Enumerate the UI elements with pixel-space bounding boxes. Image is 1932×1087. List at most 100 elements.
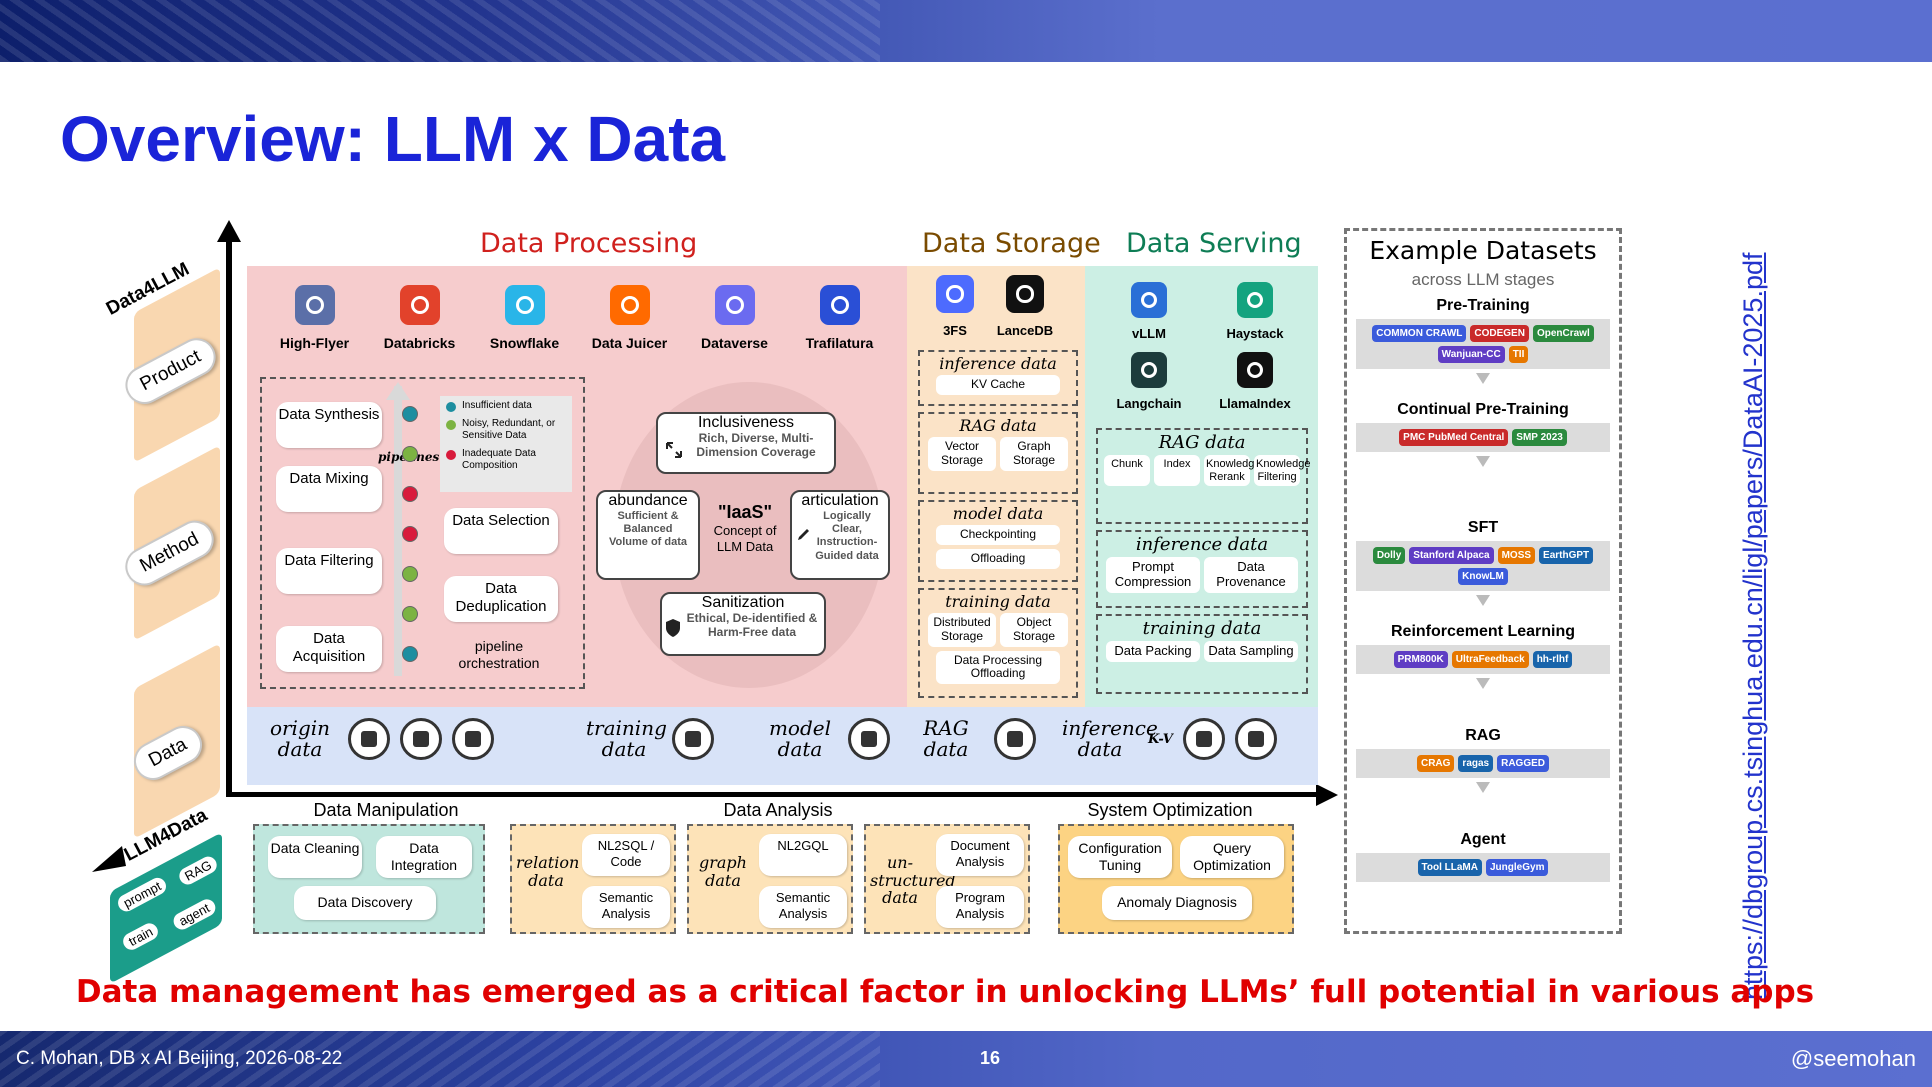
product-label: Snowflake — [489, 335, 560, 351]
configuration-tuning-box: Configuration Tuning — [1068, 836, 1172, 878]
dataset-logo-common-crawl: COMMON CRAWL — [1372, 325, 1467, 343]
product-trafilatura: Trafilatura — [787, 285, 892, 351]
sanitization-title: Sanitization — [701, 594, 785, 611]
trafilatura-logo-icon — [819, 285, 860, 325]
down-arrow-icon — [1476, 456, 1490, 468]
product-dataverse: Dataverse — [682, 285, 787, 351]
analysis-item-document-analysis: Document Analysis — [936, 834, 1024, 876]
data-selection-box: Data Selection — [444, 508, 558, 554]
storage-item-distributed-storage: Distributed Storage — [928, 613, 996, 647]
product-label: Databricks — [383, 335, 456, 351]
analysis-group-label: graph data — [699, 853, 747, 890]
storage-item-data-processing-offloading: Data Processing Offloading — [936, 650, 1060, 685]
dataset-logo-pmc-pubmed-central: PMC PubMed Central — [1399, 429, 1509, 447]
analysis-group-label: relation data — [516, 853, 580, 890]
snowflake-icon — [504, 285, 545, 325]
analysis-item-program-analysis: Program Analysis — [936, 886, 1024, 928]
top-banner — [0, 0, 1932, 62]
langchain-logo-icon — [1131, 352, 1167, 388]
lancedb-logo-icon — [1006, 275, 1044, 313]
example-datasets-box — [1344, 228, 1622, 934]
dataset-logo-dolly: Dolly — [1372, 547, 1406, 565]
vllm-logo-icon — [1131, 282, 1167, 318]
dataset-logo-smp-2023: SMP 2023 — [1512, 429, 1567, 447]
product-label: Data Juicer — [591, 335, 668, 351]
issue-legend — [440, 396, 572, 492]
dataset-logo-opencrawl: OpenCrawl — [1532, 325, 1594, 343]
data-serving-title: Data Serving — [1126, 228, 1302, 259]
pipeline-dot — [402, 446, 418, 462]
data-analysis-title: Data Analysis — [723, 800, 833, 820]
dataset-logo-moss: MOSS — [1497, 547, 1536, 565]
document-icon — [994, 718, 1036, 760]
product-high-flyer: High-Flyer — [262, 285, 367, 351]
haystack-logo-icon — [1237, 282, 1273, 318]
articulation-desc: Logically Clear, Instruction-Guided data — [815, 510, 879, 562]
product-label: Langchain — [1116, 396, 1182, 411]
sanitization-desc: Ethical, De-identified & Harm-Free data — [686, 611, 818, 639]
storage-item-offloading: Offloading — [936, 548, 1060, 569]
source-label: model data — [768, 716, 832, 761]
stage-name: RAG — [1465, 727, 1501, 744]
group-items: KV Cache — [920, 373, 1076, 397]
legend-text: Noisy, Redundant, or Sensitive Data — [462, 418, 556, 441]
paper-link[interactable]: https://dbgroup.cs.tsinghua.edu.cn/ligl/… — [1738, 252, 1768, 1000]
conclusion-statement: Data management has emerged as a critica… — [75, 974, 1815, 1010]
stage-name: Pre-Training — [1436, 297, 1530, 314]
juicer-logo-icon — [609, 285, 650, 325]
analysis-item-semantic-analysis: Semantic Analysis — [759, 886, 847, 928]
data-deduplication-box: Data Deduplication — [444, 576, 558, 622]
serving-item-index: Index — [1154, 455, 1200, 487]
source-origin-data: origin data — [262, 718, 494, 760]
legend-dot — [446, 402, 456, 412]
product-databricks: Databricks — [367, 285, 472, 351]
pipeline-arrowhead — [386, 382, 410, 400]
dataset-logo-hh-rlhf: hh-rlhf — [1532, 651, 1573, 669]
whale-logo-icon — [936, 275, 974, 313]
product-label: LlamaIndex — [1219, 396, 1291, 411]
y-axis-line — [226, 232, 232, 792]
inclusiveness-desc: Rich, Diverse, Multi-Dimension Coverage — [696, 431, 816, 459]
dataverse-logo-icon — [714, 285, 755, 325]
serving-item-prompt-compression: Prompt Compression — [1106, 557, 1200, 593]
product-vllm: vLLM — [1096, 282, 1202, 341]
github-icon — [348, 718, 390, 760]
serving-item-data-provenance: Data Provenance — [1204, 557, 1298, 593]
footer-author: C. Mohan, DB x AI Beijing, 2026-08-22 — [16, 1048, 343, 1069]
articulation-title: articulation — [801, 492, 879, 509]
abundance-desc: Sufficient & Balanced Volume of data — [608, 510, 688, 549]
analysis-group-label: un-structured data — [870, 853, 956, 908]
product-label: vLLM — [1132, 326, 1166, 341]
source-label: inference data — [1062, 716, 1158, 761]
anomaly-diagnosis-box: Anomaly Diagnosis — [1102, 886, 1252, 920]
pencil-icon — [798, 529, 809, 540]
dataset-logo-codegen: CODEGEN — [1470, 325, 1529, 343]
analysis-item-semantic-analysis: Semantic Analysis — [582, 886, 670, 928]
down-arrow-icon — [1476, 373, 1490, 385]
iaas-center: "IaaS" Concept of LLM Data — [704, 502, 786, 554]
group-title: training data — [1142, 618, 1262, 639]
down-arrow-icon — [1476, 678, 1490, 690]
analysis-item-nl2gql: NL2GQL — [759, 834, 847, 876]
stage-name: Reinforcement Learning — [1390, 623, 1576, 640]
product-3fs: 3FS — [920, 275, 990, 338]
source-model-data: model data — [762, 718, 890, 760]
product-haystack: Haystack — [1202, 282, 1308, 341]
inclusiveness-box: Inclusiveness Rich, Diverse, Multi-Dimen… — [656, 412, 836, 474]
pipeline-dot — [402, 646, 418, 662]
storage-item-kv-cache: KV Cache — [936, 375, 1060, 395]
footer-banner — [0, 1031, 1932, 1087]
wikipedia-icon — [452, 718, 494, 760]
stage-name: Continual Pre-Training — [1397, 401, 1569, 418]
